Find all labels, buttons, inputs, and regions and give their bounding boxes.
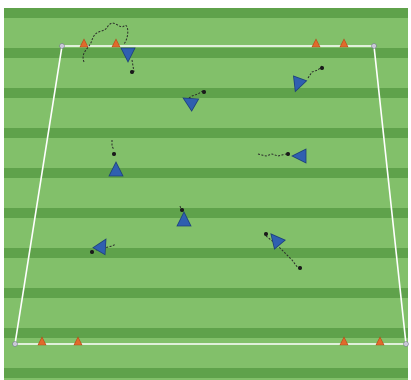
- pitch: [4, 8, 408, 380]
- corner-flag-icon: [60, 44, 65, 49]
- ball-icon: [298, 266, 302, 270]
- grass-stripe: [4, 288, 408, 298]
- grass-stripe: [4, 328, 408, 338]
- grass-stripe: [4, 48, 408, 58]
- ball-icon: [202, 90, 206, 94]
- corner-flag-icon: [13, 342, 18, 347]
- grass-stripe: [4, 128, 408, 138]
- grass-stripe: [4, 168, 408, 178]
- grass-stripe: [4, 368, 408, 378]
- pitch-background: [4, 8, 408, 380]
- ball-icon: [286, 152, 290, 156]
- ball-icon: [130, 70, 134, 74]
- grass-stripe: [4, 8, 408, 18]
- ball-icon: [112, 152, 116, 156]
- corner-flag-icon: [372, 44, 377, 49]
- ball-icon: [90, 250, 94, 254]
- grass-stripe: [4, 88, 408, 98]
- grass-stripe: [4, 248, 408, 258]
- grass-stripe: [4, 208, 408, 218]
- ball-icon: [320, 66, 324, 70]
- corner-flag-icon: [404, 342, 409, 347]
- ball-icon: [180, 208, 184, 212]
- ball-icon: [264, 232, 268, 236]
